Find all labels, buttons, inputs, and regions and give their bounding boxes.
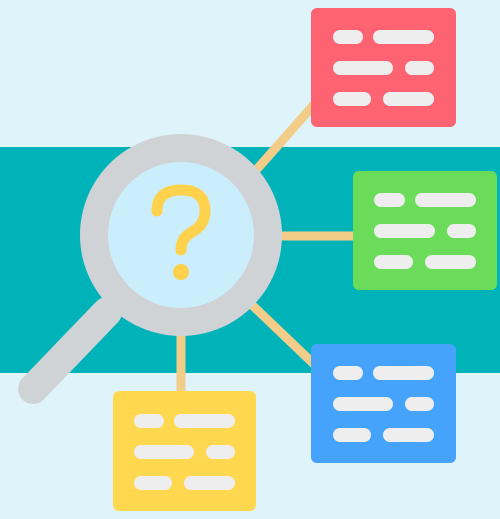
connector-lines	[176, 95, 360, 400]
card-red-text-lines	[333, 30, 434, 106]
connector-red	[253, 95, 323, 173]
card-blue	[311, 344, 456, 463]
card-yellow	[113, 391, 256, 511]
card-red	[311, 8, 456, 127]
card-green	[353, 171, 497, 290]
card-green-text-lines	[374, 193, 476, 269]
card-blue-text-lines	[333, 366, 434, 442]
magnifier-handle	[18, 297, 122, 404]
question-mark-icon	[151, 184, 211, 280]
card-yellow-text-lines	[134, 414, 235, 490]
connector-blue	[245, 298, 323, 373]
